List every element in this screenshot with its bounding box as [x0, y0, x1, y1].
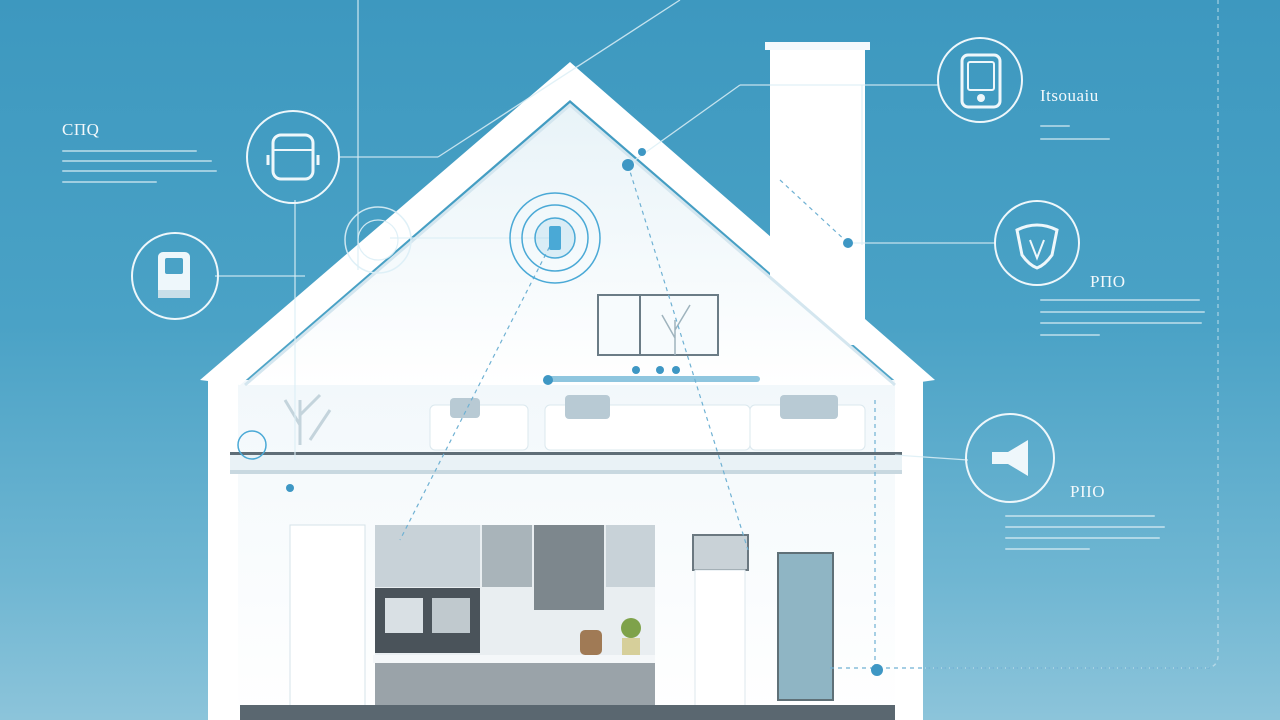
sofa-left: [429, 398, 529, 451]
fridge: [694, 569, 746, 720]
attic-window: [597, 294, 719, 356]
sofa-right: [749, 395, 866, 451]
dashed-lines: [399, 164, 1210, 669]
label-top-right: Itsouaiu: [1040, 86, 1099, 105]
label-top-left: CΠQ: [62, 120, 100, 139]
connection-nodes: [237, 148, 883, 676]
attic-plant: [283, 393, 332, 445]
info-panel-outline: [870, 0, 1219, 669]
attic-interior: [245, 105, 895, 385]
connection-lines: [215, 0, 995, 461]
cooker-icon: [246, 110, 340, 204]
label-mid-right: PПО: [1090, 272, 1126, 291]
thermostat-icon: [131, 232, 219, 320]
tablet-icon: [937, 37, 1023, 123]
attic-shelf: [545, 376, 760, 382]
sofa-center: [544, 395, 751, 451]
router-icon: [509, 192, 601, 284]
label-bottom-right: PΙΙΟ: [1070, 482, 1106, 501]
glass-door: [777, 552, 834, 701]
house-wall-left: [208, 380, 238, 720]
wall-panel: [692, 534, 749, 571]
house-wall-right: [895, 380, 923, 720]
floor: [240, 705, 895, 720]
sensor-icon: [344, 206, 412, 274]
floor-divider: [230, 452, 902, 474]
kitchen: [289, 524, 655, 720]
shield-icon: [994, 200, 1080, 286]
house-roof: [200, 62, 935, 385]
speaker-icon: [965, 413, 1055, 503]
